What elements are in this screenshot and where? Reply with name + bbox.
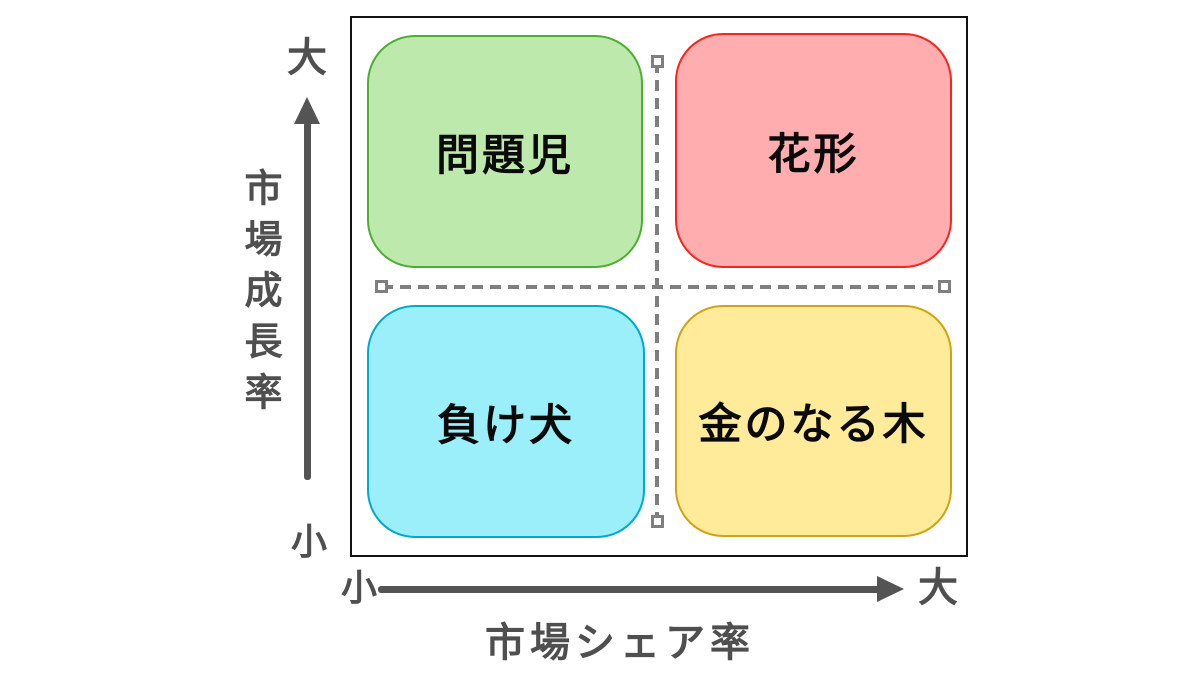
x-axis-title: 市場シェア率 (485, 621, 755, 665)
x-axis-min-label: 小 (341, 567, 378, 608)
quadrant-label: 花形 (767, 130, 860, 179)
x-axis-arrow-icon (877, 576, 904, 602)
x-axis-max-label: 大 (918, 566, 958, 610)
divider-endpoint-handle[interactable] (938, 280, 951, 293)
horizontal-dashed-divider (382, 285, 944, 289)
y-axis-arrow-icon (294, 97, 320, 124)
divider-endpoint-handle[interactable] (651, 55, 664, 68)
quadrant-label: 負け犬 (437, 401, 575, 450)
y-axis-title: 市場成長率 (238, 168, 280, 423)
quadrant-star: 花形 (675, 33, 952, 268)
quadrant-label: 問題児 (436, 131, 574, 180)
divider-endpoint-handle[interactable] (375, 280, 388, 293)
x-axis-arrow-shaft (378, 586, 880, 593)
quadrant-dog: 負け犬 (367, 305, 645, 538)
quadrant-problem-child: 問題児 (367, 35, 643, 268)
y-axis-arrow-shaft (304, 122, 311, 480)
divider-endpoint-handle[interactable] (651, 515, 664, 528)
quadrant-label: 金のなる木 (698, 401, 929, 449)
quadrant-cash-cow: 金のなる木 (675, 305, 952, 537)
y-axis-min-label: 小 (291, 521, 328, 562)
y-axis-max-label: 大 (287, 36, 327, 80)
matrix-plot-area: 問題児 花形 負け犬 金のなる木 (350, 16, 968, 557)
vertical-dashed-divider (655, 62, 659, 522)
